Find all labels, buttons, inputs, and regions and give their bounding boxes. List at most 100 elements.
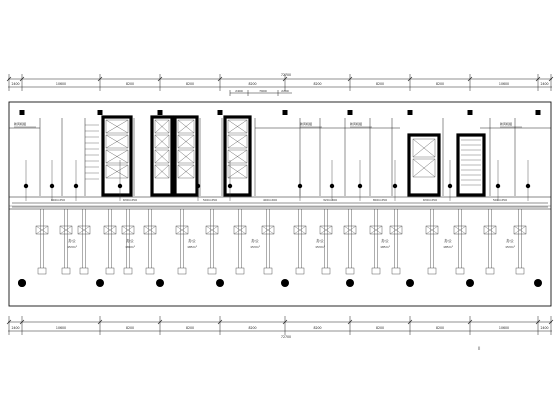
bottom-tick-slash [19, 319, 25, 325]
shaft-cell [412, 138, 436, 158]
diffuser-cross [293, 225, 307, 235]
bottom-tick-slash [282, 319, 288, 325]
unit-marker [392, 183, 398, 189]
terminal-box [295, 267, 305, 275]
bottom-bay-dimension: 2400 [11, 326, 19, 330]
diffuser [389, 225, 403, 235]
core-dimension: 2400 [235, 89, 243, 93]
bottom-bay-dimension: 8200 [248, 326, 256, 330]
shaft-cell [154, 149, 170, 164]
core-dimension: 2200 [281, 89, 289, 93]
equipment-tag: 新风机组 [300, 121, 312, 126]
terminal-box [61, 267, 71, 275]
bottom-dimension-chain [8, 321, 552, 332]
equipment-tag: 新风机组 [350, 121, 362, 126]
room-area: 153m² [315, 245, 326, 249]
shaft-cell [177, 119, 195, 134]
shaft-cross [105, 119, 129, 134]
diffuser-cross [233, 225, 247, 235]
terminal-box [123, 267, 133, 275]
diffuser-cross [261, 225, 275, 235]
top-bay-dimension: 10600 [499, 82, 509, 86]
room-labels: 办公153m²办公180m²办公185m²办公153m²办公153m²办公185… [67, 238, 516, 249]
equipment-tag: 新风机组 [14, 121, 26, 126]
diffuser [343, 225, 357, 235]
top-tick-slash [347, 76, 353, 82]
top-bay-dimension: 8200 [436, 82, 444, 86]
shaft-cell [227, 119, 248, 134]
top-bay-dimension: 8200 [248, 82, 256, 86]
diffuser-cross [389, 225, 403, 235]
diffuser-cross [103, 225, 117, 235]
shaft-cross [154, 164, 170, 179]
unit-marker [23, 183, 29, 189]
shaft-cross [227, 164, 248, 179]
bottom-tick-slash [535, 319, 541, 325]
diffuser-cross [143, 225, 157, 235]
diffuser-cross [121, 225, 135, 235]
column-top [97, 110, 103, 115]
legend-mark: || [478, 346, 480, 350]
room-name: 办公 [444, 238, 452, 243]
diffuser-cross [205, 225, 219, 235]
room-name: 办公 [126, 238, 134, 243]
column-bottom [346, 279, 354, 287]
column-top [19, 110, 25, 115]
bottom-tick-slash [347, 319, 353, 325]
bottom-bay-dimension: 2400 [540, 326, 548, 330]
shaft-cell [412, 158, 436, 178]
bottom-tick-slash [157, 319, 163, 325]
terminal-box [321, 267, 331, 275]
bottom-tick-slash [217, 319, 223, 325]
bottom-bay-dimension: 10600 [499, 326, 509, 330]
shaft-cross [177, 164, 195, 179]
room-area: 153m² [67, 245, 78, 249]
diffuser [425, 225, 439, 235]
unit-marker [495, 183, 501, 189]
shaft-cell [227, 134, 248, 149]
column-bottom [96, 279, 104, 287]
duct-size-label: 800×250 [373, 198, 387, 202]
diffuser-cross [369, 225, 383, 235]
bottom-tick-slash [548, 319, 554, 325]
diffuser-cross [425, 225, 439, 235]
unit-marker [329, 183, 335, 189]
unit-marker [297, 183, 303, 189]
top-total-dimension: 72700 [281, 73, 291, 77]
unit-marker [195, 183, 201, 189]
structural-columns [18, 110, 542, 287]
terminal-box [427, 267, 437, 275]
bottom-bay-dimension: 8200 [313, 326, 321, 330]
room-area: 185m² [443, 245, 454, 249]
diffuser-cross [453, 225, 467, 235]
duct-size-label: 400×200 [263, 198, 277, 202]
terminal-box [345, 267, 355, 275]
diffuser-cross [59, 225, 73, 235]
diffuser [35, 225, 49, 235]
room-name: 办公 [381, 238, 389, 243]
bottom-tick-slash [467, 319, 473, 325]
diffuser [453, 225, 467, 235]
room-name: 办公 [316, 238, 324, 243]
core-equipment-grids [85, 119, 481, 186]
upper-room-partitions [9, 118, 551, 196]
diffuser [103, 225, 117, 235]
unit-marker [357, 183, 363, 189]
shaft-cross [412, 158, 436, 178]
shaft-cross [412, 138, 436, 158]
unit-marker [117, 183, 123, 189]
bottom-bay-dimension: 8200 [376, 326, 384, 330]
column-top [217, 110, 223, 115]
shaft-cell [154, 119, 170, 134]
unit-marker [49, 183, 55, 189]
building-outline [8, 101, 552, 307]
bottom-total-dimension: 72700 [281, 335, 291, 339]
diffuser [369, 225, 383, 235]
shaft-cell [154, 164, 170, 179]
diffuser [77, 225, 91, 235]
top-tick-slash [535, 76, 541, 82]
core-dimension: 7600 [259, 89, 267, 93]
terminal-box [371, 267, 381, 275]
